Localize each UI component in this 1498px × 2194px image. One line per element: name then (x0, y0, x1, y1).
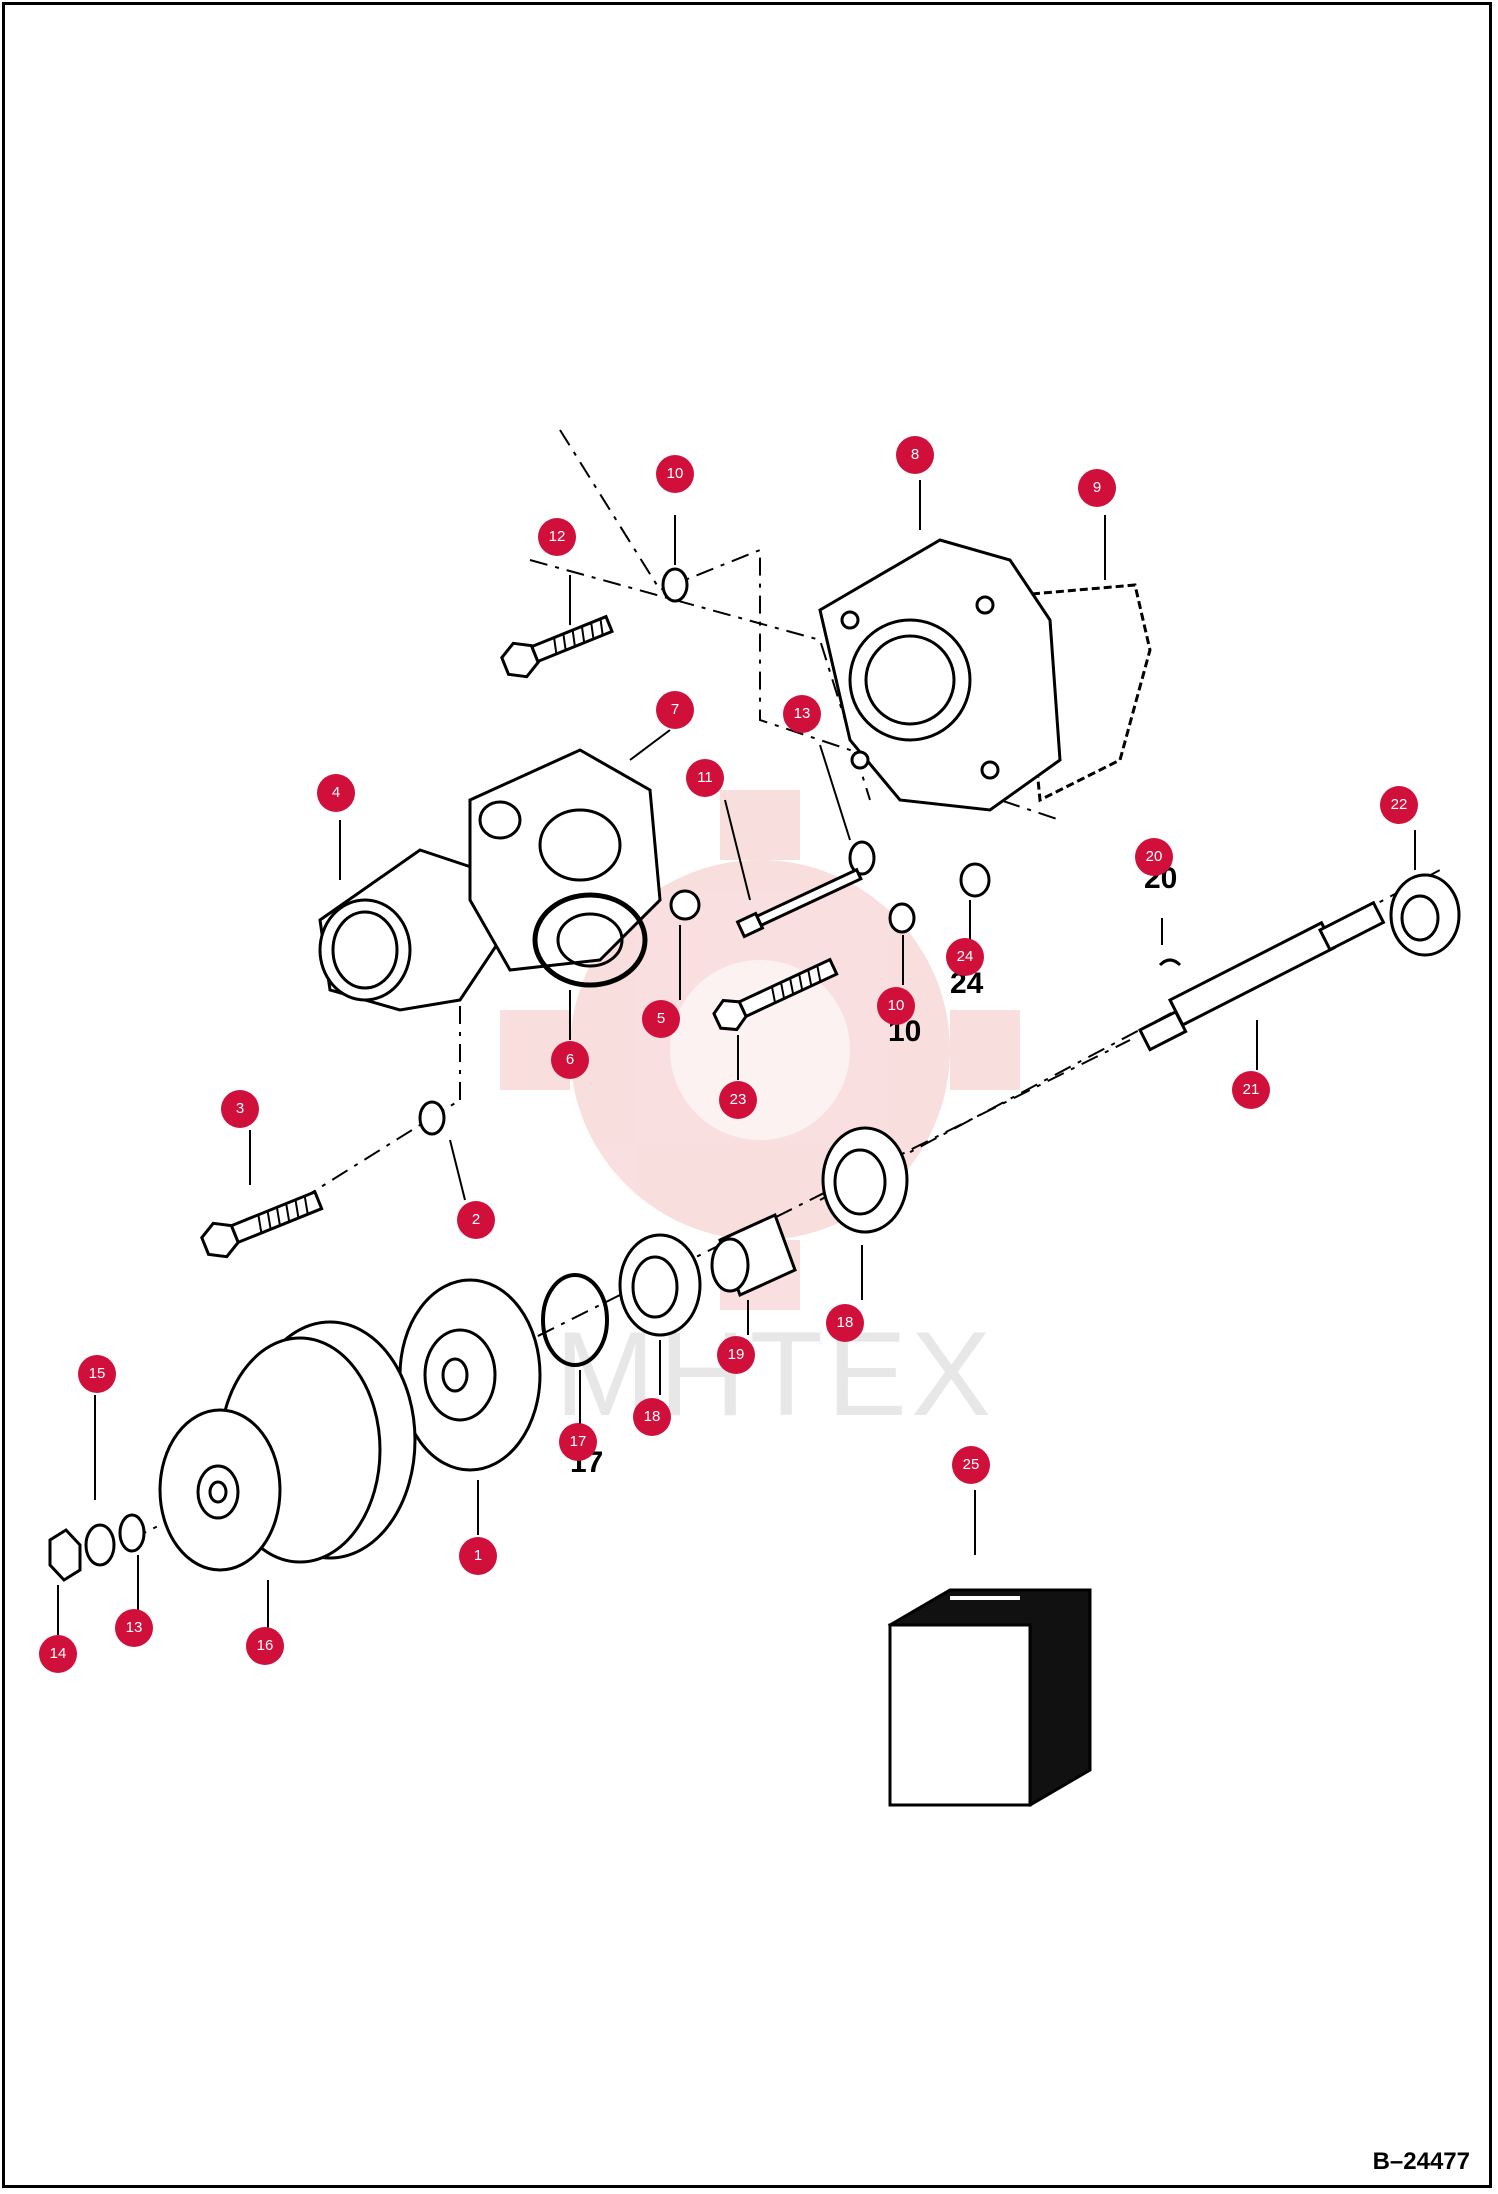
callout-18-right[interactable]: 18 (826, 1304, 864, 1342)
pulley-16 (158, 1320, 417, 1572)
key-20 (1158, 958, 1182, 967)
bolt-23 (712, 957, 839, 1032)
nut-14 (48, 1528, 82, 1582)
callout-20[interactable]: 20 (1135, 838, 1173, 876)
thermostat-housing-7 (468, 748, 662, 972)
callout-23[interactable]: 23 (719, 1081, 757, 1119)
outlet-housing-4 (318, 848, 502, 1012)
snap-ring-17 (541, 1273, 609, 1367)
callout-10-mid[interactable]: 10 (877, 987, 915, 1025)
washer-13-top (848, 840, 876, 876)
callout-13-bottom[interactable]: 13 (115, 1609, 153, 1647)
washer-2 (418, 1100, 446, 1136)
bolt-3 (200, 1189, 324, 1259)
callout-4[interactable]: 4 (317, 774, 355, 812)
housing-8 (818, 538, 1062, 812)
leader-13-top (819, 744, 851, 841)
leader-2 (449, 1139, 466, 1201)
leader-7 (629, 729, 671, 761)
callout-18-left[interactable]: 18 (633, 1398, 671, 1436)
callout-5[interactable]: 5 (642, 1000, 680, 1038)
callout-10-top[interactable]: 10 (656, 455, 694, 493)
sleeve-19 (710, 1212, 797, 1298)
figure-number: B–24477 (1372, 2148, 1470, 2175)
callout-6[interactable]: 6 (551, 1041, 589, 1079)
callout-12[interactable]: 12 (538, 518, 576, 556)
thermostat-6 (532, 892, 648, 988)
bolt-12 (500, 614, 614, 679)
hub-1 (398, 1278, 542, 1472)
bolt-11 (735, 867, 863, 939)
watermark-text: МНТЕХ (555, 1307, 995, 1441)
callout-13-top[interactable]: 13 (783, 695, 821, 733)
callout-22[interactable]: 22 (1380, 786, 1418, 824)
callout-15[interactable]: 15 (78, 1355, 116, 1393)
lockwasher-15 (84, 1523, 116, 1567)
callout-7[interactable]: 7 (656, 691, 694, 729)
callout-25[interactable]: 25 (952, 1446, 990, 1484)
callout-19[interactable]: 19 (717, 1336, 755, 1374)
leader-11 (724, 799, 751, 901)
nut-5 (669, 889, 701, 921)
bearing-22 (1389, 873, 1461, 957)
callout-3[interactable]: 3 (221, 1090, 259, 1128)
callout-16[interactable]: 16 (246, 1627, 284, 1665)
callout-11[interactable]: 11 (686, 759, 724, 797)
callout-2[interactable]: 2 (457, 1201, 495, 1239)
callout-24[interactable]: 24 (946, 938, 984, 976)
repair-kit-25 (887, 1588, 1092, 1807)
callout-17[interactable]: 17 (559, 1423, 597, 1461)
callout-9[interactable]: 9 (1078, 469, 1116, 507)
bearing-18-left (618, 1233, 702, 1337)
callout-1[interactable]: 1 (459, 1537, 497, 1575)
shaft-21 (1137, 900, 1386, 1052)
bearing-18-right (821, 1126, 909, 1234)
washer-10-mid (888, 902, 916, 934)
callout-14[interactable]: 14 (39, 1635, 77, 1673)
callout-21[interactable]: 21 (1232, 1071, 1270, 1109)
washer-10-top (661, 567, 689, 603)
washer-13-bottom (118, 1513, 146, 1553)
callout-8[interactable]: 8 (896, 436, 934, 474)
gasket-9 (1018, 583, 1152, 803)
spacer-24 (959, 862, 991, 898)
